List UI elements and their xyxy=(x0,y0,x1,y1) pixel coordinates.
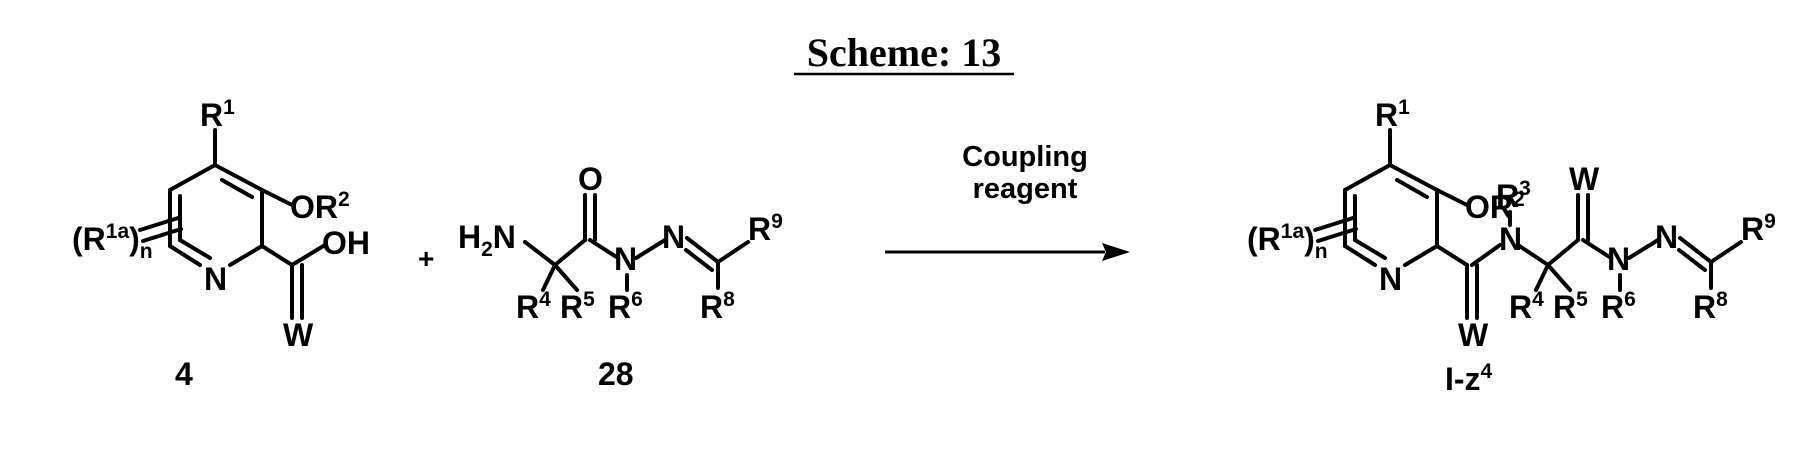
compound-4-R1: R1 xyxy=(200,96,235,133)
compound-28-N1: N xyxy=(614,241,637,277)
product-W2: W xyxy=(1569,161,1600,197)
compound-4-OH: OH xyxy=(322,225,370,261)
product-R1a-group: (R1a)n xyxy=(1247,220,1328,263)
compound-28-label: 28 xyxy=(598,356,634,392)
compound-4-OR2: OR2 xyxy=(290,188,350,225)
reaction-arrow-head xyxy=(1102,243,1130,261)
reagent-label-line2: reagent xyxy=(973,173,1078,205)
compound-28-R4: R4 xyxy=(516,288,551,325)
compound-28-R8: R8 xyxy=(700,288,735,325)
product-R6: R6 xyxy=(1601,288,1636,325)
product-R5: R5 xyxy=(1553,288,1588,325)
product-R8: R8 xyxy=(1693,288,1728,325)
product-N-amide: N xyxy=(1499,221,1522,257)
product-N1: N xyxy=(1607,241,1630,277)
compound-28-R5: R5 xyxy=(560,288,595,325)
compound-28-R9: R9 xyxy=(748,210,783,247)
product-R9: R9 xyxy=(1741,210,1776,247)
reagent-label-line1: Coupling xyxy=(962,141,1088,173)
compound-4-label: 4 xyxy=(175,356,193,392)
compound-28-R6: R6 xyxy=(608,288,643,325)
compound-4-N: N xyxy=(204,261,227,297)
product-N-ring: N xyxy=(1379,261,1402,297)
scheme-title: Scheme: 13 xyxy=(807,30,1001,75)
product-R4: R4 xyxy=(1509,288,1544,325)
product-R3: R3 xyxy=(1496,177,1531,214)
product-R1: R1 xyxy=(1375,96,1410,133)
product-label: I-z4 xyxy=(1445,360,1493,397)
plus-sign: + xyxy=(418,243,434,274)
compound-4-R1a-group: (R1a)n xyxy=(72,220,153,263)
compound-4-W: W xyxy=(283,317,314,353)
compound-28-O: O xyxy=(578,161,603,197)
compound-28-N2: N xyxy=(662,219,685,255)
product-N2: N xyxy=(1655,219,1678,255)
product-W1: W xyxy=(1458,317,1489,353)
compound-28-H2N: H2N xyxy=(458,219,516,261)
